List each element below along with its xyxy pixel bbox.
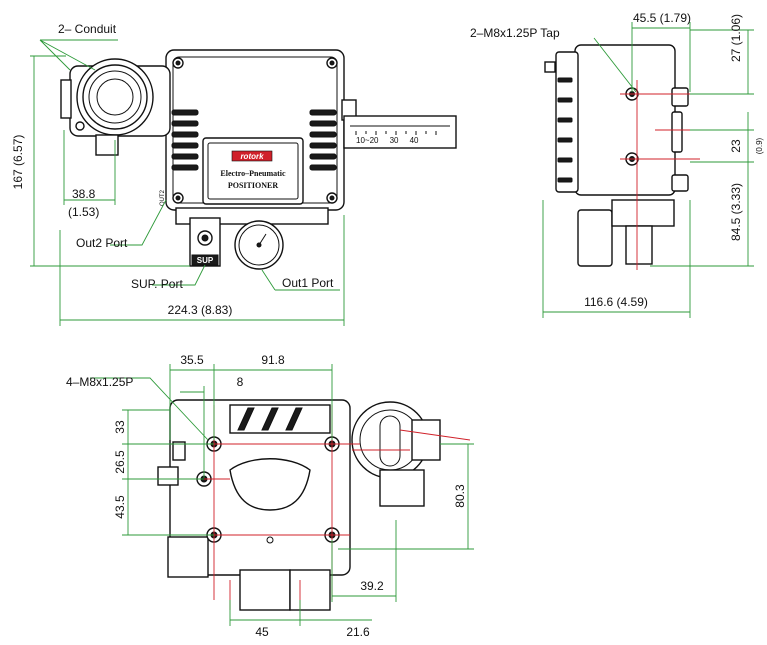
bottom-view: 4–M8x1.25P 35.5 91.8 8 33 26.5 43.5 80.3… — [66, 353, 474, 639]
dim-conduit-offset: 38.8 — [72, 187, 96, 201]
side-view: 2–M8x1.25P Tap 45.5 (1.79) 27 (1.06) 23 … — [470, 11, 764, 318]
front-bottom-block: SUP OUT2 — [160, 189, 329, 270]
dim-bottom-holes: 4–M8x1.25P — [66, 375, 133, 389]
dim-bottom-33: 33 — [113, 420, 127, 434]
nameplate: rotork Electro–Pneumatic POSITIONER — [202, 137, 304, 205]
dim-bottom-265: 26.5 — [113, 450, 127, 474]
nameplate-brand: rotork — [240, 152, 264, 161]
bottom-conduit — [351, 401, 441, 507]
side-housing — [574, 44, 676, 196]
label-out2-port: Out2 Port — [76, 236, 128, 250]
housing-screws — [172, 57, 338, 204]
front-dimensions — [30, 39, 345, 326]
dim-conduit-offset-in: (1.53) — [68, 205, 99, 219]
conduit-housing — [60, 58, 171, 156]
dim-bottom-45: 45 — [255, 625, 269, 639]
dim-bottom-392: 39.2 — [360, 579, 384, 593]
label-sup-port: SUP. Port — [131, 277, 183, 291]
front-view: rotork Electro–Pneumatic POSITIONER 10~2… — [11, 22, 457, 326]
label-out1-port: Out1 Port — [282, 276, 334, 290]
dim-side-top-width: 45.5 (1.79) — [633, 11, 691, 25]
dim-bottom-803: 80.3 — [453, 484, 467, 508]
dim-bottom-355: 35.5 — [180, 353, 204, 367]
dim-side-top-height: 27 (1.06) — [729, 14, 743, 62]
dim-overall-width: 224.3 (8.83) — [168, 303, 233, 317]
dim-bottom-435: 43.5 — [113, 495, 127, 519]
dim-overall-height: 167 (6.57) — [11, 135, 25, 190]
left-ribs — [171, 109, 199, 171]
sup-marking: SUP — [197, 256, 214, 265]
side-dimensions — [542, 22, 754, 318]
lever-scale: 10~20 30 40 — [356, 136, 419, 145]
nameplate-line1: Electro–Pneumatic — [220, 169, 286, 178]
dim-side-gap-in: (0.9) — [755, 137, 764, 154]
bottom-dimensions — [90, 364, 474, 626]
dim-bottom-8: 8 — [237, 375, 244, 389]
right-ribs — [309, 109, 337, 171]
dim-bottom-216: 21.6 — [346, 625, 370, 639]
dim-bottom-918: 91.8 — [261, 353, 285, 367]
side-ribs — [557, 77, 573, 183]
dim-side-gap: 23 — [729, 139, 743, 153]
nameplate-line2: POSITIONER — [228, 181, 278, 190]
dim-side-lower-height: 84.5 (3.33) — [729, 183, 743, 241]
dim-side-tap: 2–M8x1.25P Tap — [470, 26, 560, 40]
dim-side-depth: 116.6 (4.59) — [584, 295, 648, 309]
dim-conduit: 2– Conduit — [58, 22, 117, 36]
feedback-lever: 10~20 30 40 — [341, 99, 457, 149]
out2-marking: OUT2 — [160, 189, 166, 206]
